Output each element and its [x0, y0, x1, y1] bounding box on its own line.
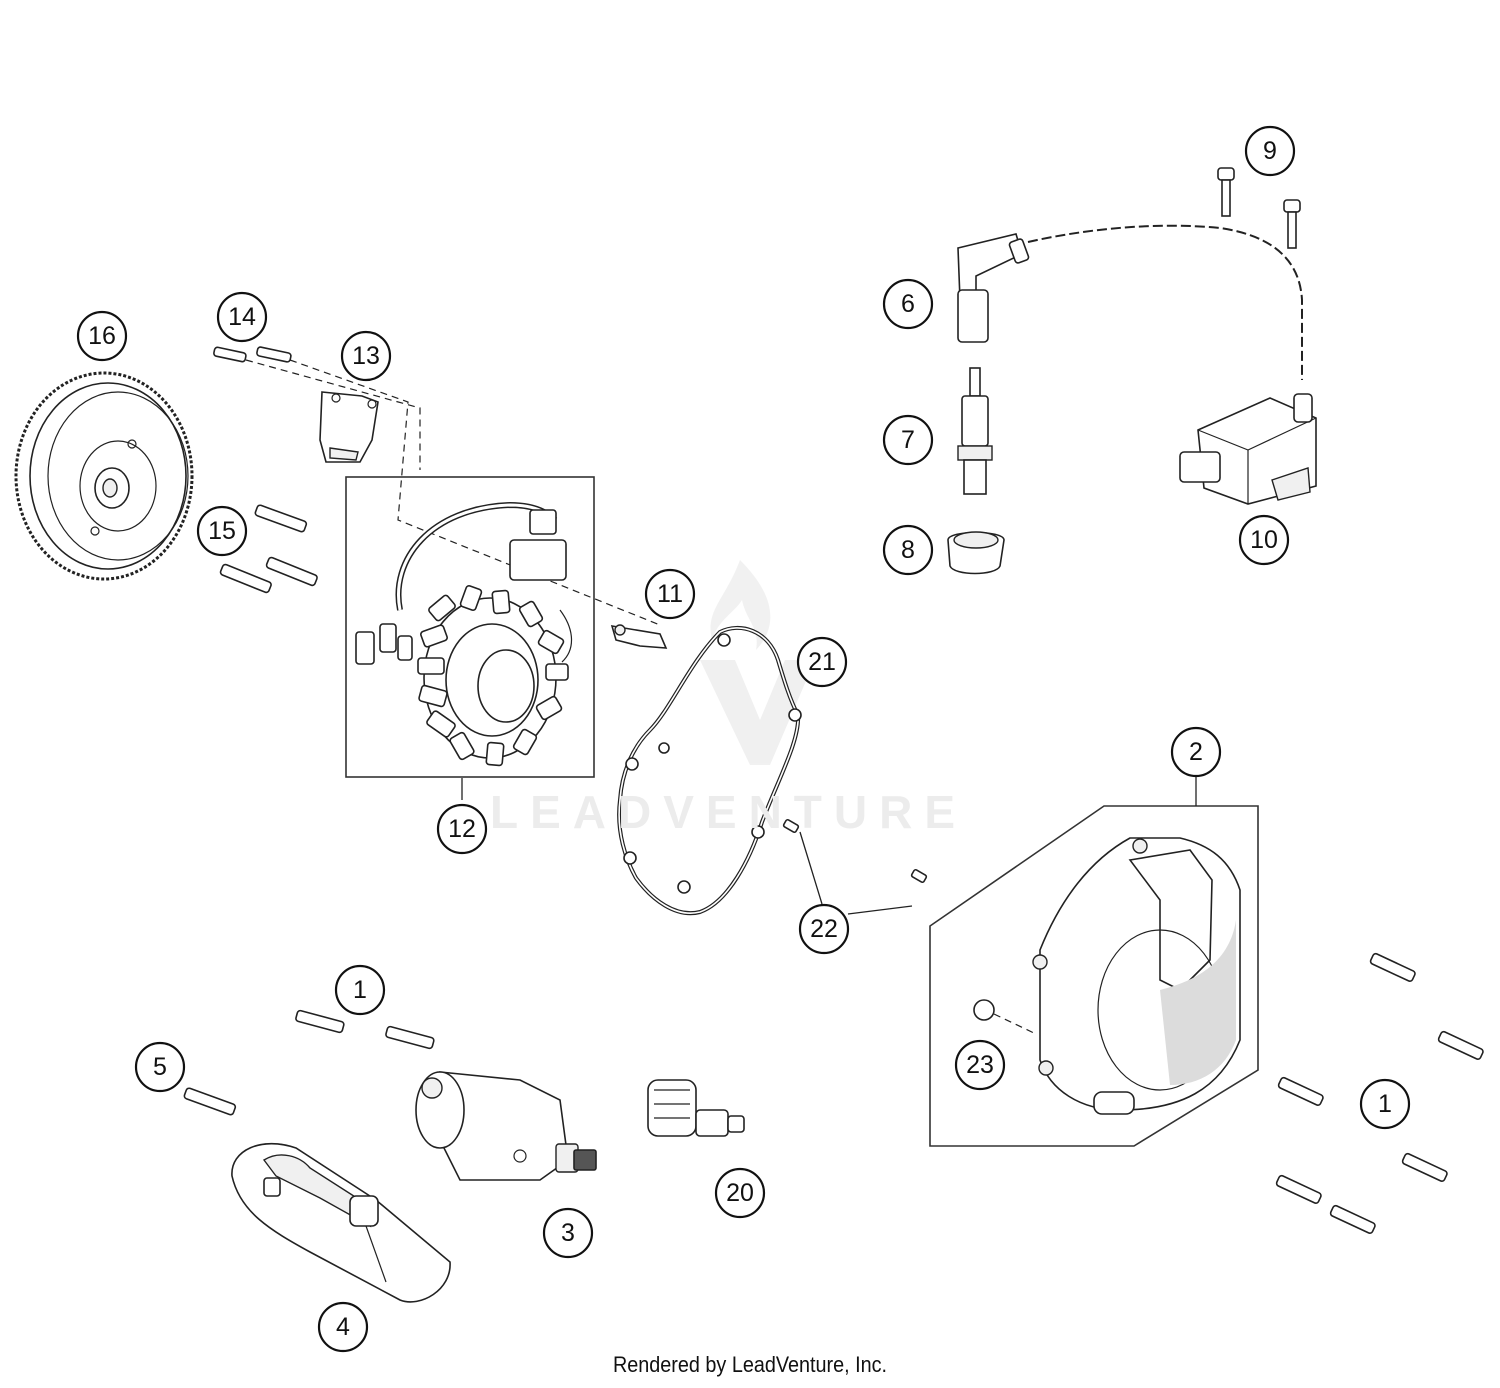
- callout-13: 13: [340, 330, 392, 382]
- bolt-part-14: [213, 346, 292, 363]
- callout-22: 22: [798, 903, 850, 955]
- callout-12: 12: [436, 803, 488, 855]
- plug-seal-part: [947, 531, 1005, 575]
- svg-text:22: 22: [810, 915, 838, 943]
- stator-assembly-box: [345, 476, 595, 778]
- leader-dash-14: [245, 359, 661, 626]
- svg-text:23: 23: [966, 1051, 994, 1079]
- callout-2: 2: [1170, 726, 1222, 778]
- callout-7: 7: [882, 414, 934, 466]
- ignition-cover-part: [1032, 837, 1241, 1115]
- stator-part: [355, 501, 573, 767]
- svg-text:21: 21: [808, 648, 836, 676]
- svg-text:12: 12: [448, 815, 476, 843]
- callout-3: 3: [542, 1207, 594, 1259]
- pickup-sensor-part: [610, 624, 668, 649]
- callout-1-cover: 1: [1359, 1078, 1411, 1130]
- cover-bolts-part: [1275, 952, 1484, 1234]
- ignition-cover-assembly-box: [929, 805, 1259, 1147]
- callout-6: 6: [882, 278, 934, 330]
- callout-15: 15: [196, 505, 248, 557]
- svg-text:2: 2: [1189, 738, 1203, 766]
- svg-text:11: 11: [657, 580, 683, 608]
- svg-text:1: 1: [1378, 1090, 1392, 1118]
- starter-bolts-part: [183, 1009, 435, 1116]
- svg-text:8: 8: [901, 536, 915, 564]
- washer-part-23: [973, 999, 1037, 1035]
- starter-guard-part: [231, 1143, 451, 1303]
- svg-text:10: 10: [1250, 526, 1278, 554]
- svg-text:4: 4: [336, 1313, 350, 1341]
- callout-5: 5: [134, 1041, 186, 1093]
- callout-23: 23: [954, 1039, 1006, 1091]
- svg-text:6: 6: [901, 290, 915, 318]
- svg-text:16: 16: [88, 322, 116, 350]
- callout-4: 4: [317, 1301, 369, 1353]
- svg-text:5: 5: [153, 1053, 167, 1081]
- flywheel-rotor-part: [14, 371, 194, 581]
- ignition-coil-part: [1179, 393, 1317, 505]
- watermark-text: LEADVENTURE: [490, 786, 968, 838]
- ignition-bolt-part-9: [1217, 167, 1301, 249]
- footer-credit: Rendered by LeadVenture, Inc.: [612, 1352, 888, 1377]
- svg-text:20: 20: [726, 1179, 754, 1207]
- cable-bracket-part: [319, 391, 379, 463]
- starter-motor-part: [415, 1071, 597, 1181]
- svg-text:3: 3: [561, 1219, 575, 1247]
- bolt-part-15: [219, 504, 318, 594]
- starter-drive-part: [647, 1079, 745, 1137]
- callout-9: 9: [1244, 125, 1296, 177]
- callout-8: 8: [882, 524, 934, 576]
- svg-text:14: 14: [228, 303, 256, 331]
- dowel-pin-part: [782, 818, 928, 915]
- svg-text:1: 1: [353, 976, 367, 1004]
- callout-10: 10: [1238, 514, 1290, 566]
- callout-1-starter: 1: [334, 964, 386, 1016]
- callout-16: 16: [76, 310, 128, 362]
- spark-plug-part: [957, 367, 993, 495]
- cover-gasket-part: [617, 625, 802, 916]
- callout-21: 21: [796, 636, 848, 688]
- svg-text:9: 9: [1263, 137, 1277, 165]
- callout-14: 14: [216, 291, 268, 343]
- callout-20: 20: [714, 1167, 766, 1219]
- svg-text:13: 13: [352, 342, 380, 370]
- callout-11: 11: [644, 568, 696, 620]
- svg-text:15: 15: [208, 517, 236, 545]
- spark-plug-cap-part: [957, 224, 1303, 380]
- svg-text:7: 7: [901, 426, 915, 454]
